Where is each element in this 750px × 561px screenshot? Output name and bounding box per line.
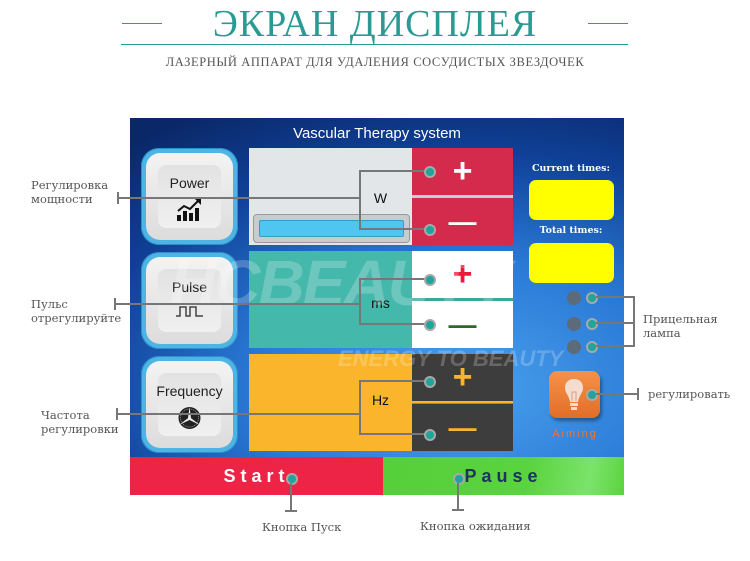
frequency-decrease-button[interactable]: — [412, 404, 513, 451]
callout-tick [285, 510, 297, 512]
watermark-slogan: ENERGY TO BEAUTY [338, 346, 564, 371]
start-button[interactable]: Start [130, 457, 383, 495]
page-title: ЭКРАН ДИСПЛЕЯ [212, 3, 538, 45]
title-dash-left [122, 23, 162, 24]
callout-bracket [633, 296, 635, 347]
callout-dot [586, 389, 598, 401]
callout-tick [637, 388, 639, 400]
power-label: Power [169, 175, 210, 191]
callout-tick [114, 298, 116, 310]
pulse-unit: ms [371, 295, 390, 311]
frequency-unit: Hz [371, 392, 390, 408]
frequency-display: Hz [249, 354, 412, 451]
callout-line [596, 296, 634, 298]
aiming-lamp-indicator-2 [567, 317, 581, 331]
page-subtitle: ЛАЗЕРНЫЙ АППАРАТ ДЛЯ УДАЛЕНИЯ СОСУДИСТЫХ… [165, 55, 585, 69]
callout-dot [424, 376, 436, 388]
callout-dot [424, 224, 436, 236]
callout-frequency: Частота регулировки [41, 408, 119, 436]
frequency-label: Frequency [156, 383, 223, 399]
frequency-mode-button[interactable]: Frequency [141, 356, 238, 453]
callout-power: Регулировка мощности [31, 178, 109, 206]
callout-start: Кнопка Пуск [262, 520, 342, 534]
callout-bracket [359, 380, 361, 435]
callout-dot [424, 166, 436, 178]
callout-dot [586, 341, 598, 353]
callout-line-start [290, 483, 292, 511]
device-screen: Vascular Therapy system Power W + — Puls… [130, 118, 624, 495]
total-times-display [529, 243, 614, 283]
fan-icon [178, 407, 201, 429]
callout-dot [586, 292, 598, 304]
aiming-lamp-indicator-1 [567, 291, 581, 305]
callout-dot [586, 318, 598, 330]
callout-dot [453, 473, 465, 485]
callout-dot [286, 473, 298, 485]
watermark-brand: HCBEAUTY [170, 247, 512, 319]
frequency-panel: Hz + — [249, 354, 513, 451]
screen-title: Vascular Therapy system [293, 125, 461, 142]
callout-line [359, 278, 429, 280]
chart-growth-icon [177, 199, 201, 221]
callout-tick [452, 509, 464, 511]
frequency-increase-button[interactable]: + [412, 354, 513, 401]
pulse-label: Pulse [171, 279, 208, 295]
callout-dot [424, 429, 436, 441]
callout-bracket [359, 278, 361, 325]
current-times-display [529, 180, 614, 220]
power-panel: W + — [249, 148, 513, 245]
power-unit: W [373, 190, 388, 206]
callout-tick [117, 192, 119, 204]
callout-line [359, 323, 429, 325]
callout-adjust: регулировать [648, 387, 731, 401]
pulse-mode-button[interactable]: Pulse [141, 252, 238, 349]
callout-line [359, 170, 429, 172]
callout-dot [424, 274, 436, 286]
callout-line-pulse [114, 303, 360, 305]
aiming-label: Aiming [552, 428, 598, 440]
callout-pulse: Пульс отрегулируйте [31, 297, 122, 325]
callout-line-pause [457, 483, 459, 510]
callout-aiming-lamp: Прицельная лампа [643, 312, 718, 340]
title-dash-right [588, 23, 628, 24]
callout-line-adjust [596, 393, 638, 395]
start-label: Start [223, 465, 290, 486]
pulse-panel: ms + — [249, 251, 513, 348]
pulse-wave-icon [176, 306, 203, 317]
callout-line [359, 228, 429, 230]
callout-line [359, 433, 429, 435]
callout-line-frequency [116, 413, 360, 415]
callout-bracket [359, 170, 361, 229]
total-times-label: Total times: [539, 225, 603, 236]
callout-line-power [117, 197, 360, 199]
callout-pause: Кнопка ожидания [420, 519, 531, 533]
callout-line [359, 380, 429, 382]
pause-label: Pause [464, 465, 543, 486]
lightbulb-icon [565, 379, 583, 410]
power-decrease-button[interactable]: — [412, 198, 513, 245]
pulse-display: ms [249, 251, 412, 348]
title-rule [121, 44, 628, 45]
callout-line [596, 345, 634, 347]
aiming-lamp-indicator-3 [567, 340, 581, 354]
callout-tick [116, 408, 118, 420]
callout-line [596, 322, 634, 324]
pause-button[interactable]: Pause [383, 457, 624, 495]
power-mode-button[interactable]: Power [141, 148, 238, 245]
current-times-label: Current times: [531, 163, 611, 174]
callout-dot [424, 319, 436, 331]
